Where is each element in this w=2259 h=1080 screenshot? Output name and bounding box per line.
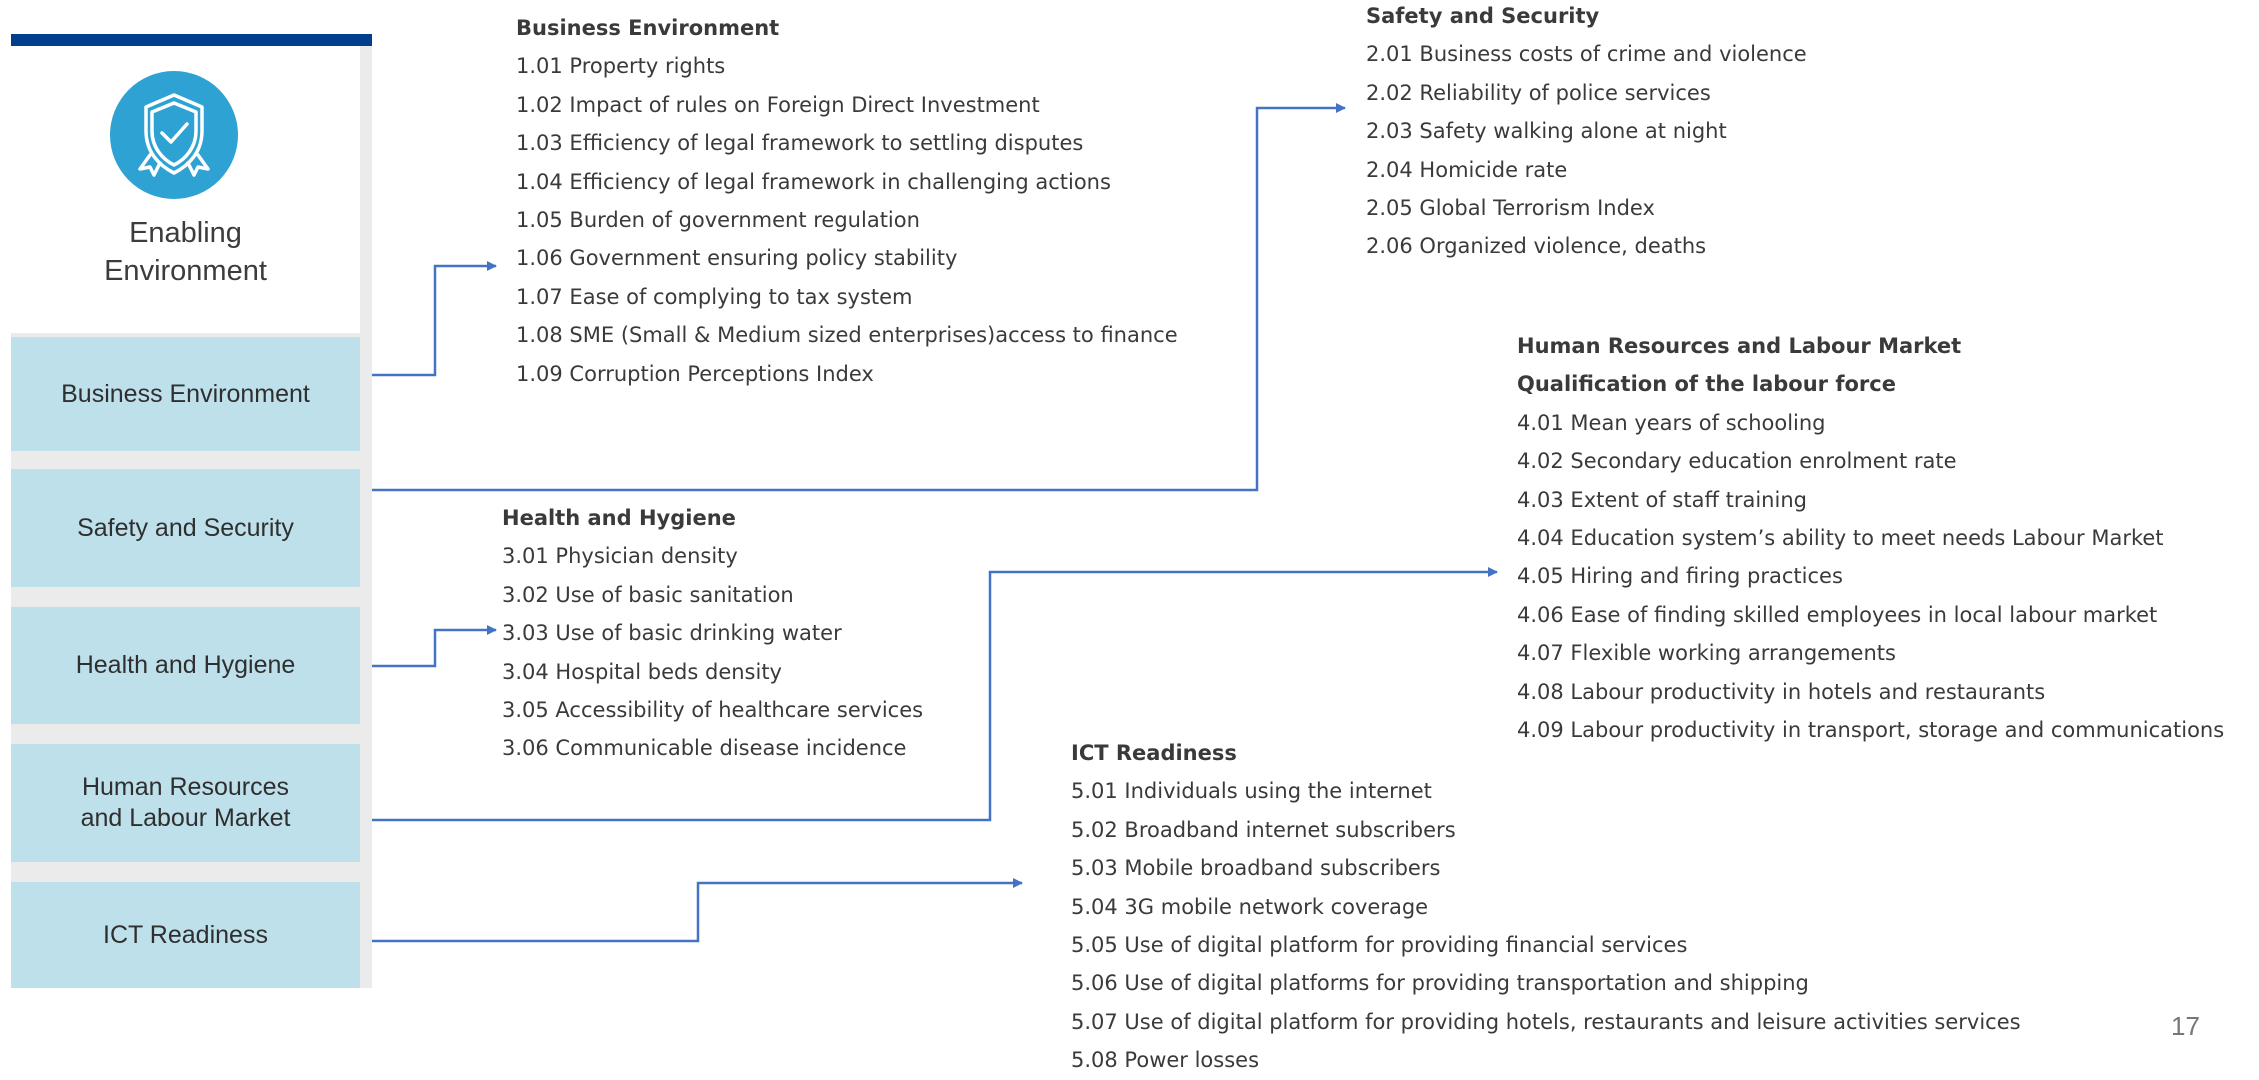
pillar-health-hygiene[interactable]: Health and Hygiene xyxy=(11,607,360,724)
indicator-item: 5.08 Power losses xyxy=(1071,1048,1260,1073)
panel-title: Enabling Environment xyxy=(104,217,267,287)
shield-check-icon xyxy=(110,71,238,199)
connector-business xyxy=(372,261,497,377)
indicator-item: 3.02 Use of basic sanitation xyxy=(502,582,794,607)
group-title: Health and Hygiene xyxy=(502,506,736,530)
group-title: Safety and Security xyxy=(1366,4,1600,28)
indicator-item: 1.07 Ease of complying to tax system xyxy=(516,284,913,309)
indicator-item: 1.08 SME (Small & Medium sized enterpris… xyxy=(516,323,1178,348)
pillar-business-environment[interactable]: Business Environment xyxy=(11,337,360,451)
indicator-item: 4.06 Ease of finding skilled employees i… xyxy=(1517,602,2158,627)
indicator-item: 5.06 Use of digital platforms for provid… xyxy=(1071,971,1809,996)
indicator-item: 1.04 Efficiency of legal framework in ch… xyxy=(516,169,1111,194)
group-title: Human Resources and Labour Market xyxy=(1517,334,1962,358)
indicator-item: 3.05 Accessibility of healthcare service… xyxy=(502,698,924,723)
page-number: 17 xyxy=(2171,1011,2200,1041)
indicator-item: 4.02 Secondary education enrolment rate xyxy=(1517,449,1957,474)
pillar-safety-security[interactable]: Safety and Security xyxy=(11,469,360,587)
indicator-item: 4.07 Flexible working arrangements xyxy=(1517,641,1896,666)
panel-divider xyxy=(11,587,360,607)
indicator-item: 3.01 Physician density xyxy=(502,544,738,569)
indicator-item: 2.01 Business costs of crime and violenc… xyxy=(1366,42,1807,67)
indicator-item: 3.04 Hospital beds density xyxy=(502,659,782,684)
indicator-item: 5.07 Use of digital platform for providi… xyxy=(1071,1009,2021,1034)
connector-safety xyxy=(372,103,1346,492)
connector-hr xyxy=(372,567,1498,822)
indicator-item: 5.01 Individuals using the internet xyxy=(1071,779,1432,804)
indicator-item: 4.08 Labour productivity in hotels and r… xyxy=(1517,679,2046,704)
indicator-item: 3.03 Use of basic drinking water xyxy=(502,621,842,646)
indicator-item: 4.09 Labour productivity in transport, s… xyxy=(1517,718,2225,743)
indicator-item: 1.03 Efficiency of legal framework to se… xyxy=(516,131,1084,156)
indicator-item: 2.02 Reliability of police services xyxy=(1366,80,1711,105)
pillar-human-resources[interactable]: Human Resources and Labour Market xyxy=(11,744,360,862)
indicator-item: 5.03 Mobile broadband subscribers xyxy=(1071,856,1441,881)
connector-health xyxy=(372,625,497,668)
indicator-item: 4.03 Extent of staff training xyxy=(1517,487,1807,512)
indicator-group-ict: ICT Readiness 5.01 Individuals using the… xyxy=(1071,734,2021,1080)
indicator-item: 1.05 Burden of government regulation xyxy=(516,208,920,233)
pillar-ict-readiness[interactable]: ICT Readiness xyxy=(11,882,360,988)
indicator-group-business: Business Environment 1.01 Property right… xyxy=(516,9,1178,393)
indicator-item: 2.06 Organized violence, deaths xyxy=(1366,234,1707,259)
indicator-group-safety: Safety and Security 2.01 Business costs … xyxy=(1366,0,1807,266)
indicator-item: 4.04 Education system’s ability to meet … xyxy=(1517,526,2164,551)
panel-divider xyxy=(11,724,360,744)
connector-ict xyxy=(372,878,1023,943)
indicator-item: 5.04 3G mobile network coverage xyxy=(1071,894,1429,919)
indicator-item: 5.02 Broadband internet subscribers xyxy=(1071,817,1456,842)
indicator-item: 2.04 Homicide rate xyxy=(1366,157,1568,182)
panel-divider xyxy=(11,862,360,882)
indicator-item: 1.01 Property rights xyxy=(516,54,726,79)
group-title: ICT Readiness xyxy=(1071,741,1237,765)
panel-shadow xyxy=(360,46,372,988)
indicator-item: 1.02 Impact of rules on Foreign Direct I… xyxy=(516,92,1040,117)
indicator-item: 5.05 Use of digital platform for providi… xyxy=(1071,933,1688,958)
indicator-item: 2.03 Safety walking alone at night xyxy=(1366,119,1727,144)
indicator-item: 4.05 Hiring and firing practices xyxy=(1517,564,1843,589)
indicator-group-hr: Human Resources and Labour Market Qualif… xyxy=(1517,327,2224,749)
group-subtitle: Qualification of the labour force xyxy=(1517,372,1896,397)
indicator-item: 1.09 Corruption Perceptions Index xyxy=(516,361,874,386)
indicator-item: 4.01 Mean years of schooling xyxy=(1517,410,1826,435)
indicator-item: 2.05 Global Terrorism Index xyxy=(1366,196,1655,221)
panel-divider xyxy=(11,333,360,337)
panel-divider xyxy=(11,451,360,469)
group-title: Business Environment xyxy=(516,16,780,40)
indicator-group-health: Health and Hygiene 3.01 Physician densit… xyxy=(502,499,923,768)
indicator-item: 3.06 Communicable disease incidence xyxy=(502,736,907,761)
indicator-item: 1.06 Government ensuring policy stabilit… xyxy=(516,246,958,271)
panel-top-bar xyxy=(11,34,372,46)
